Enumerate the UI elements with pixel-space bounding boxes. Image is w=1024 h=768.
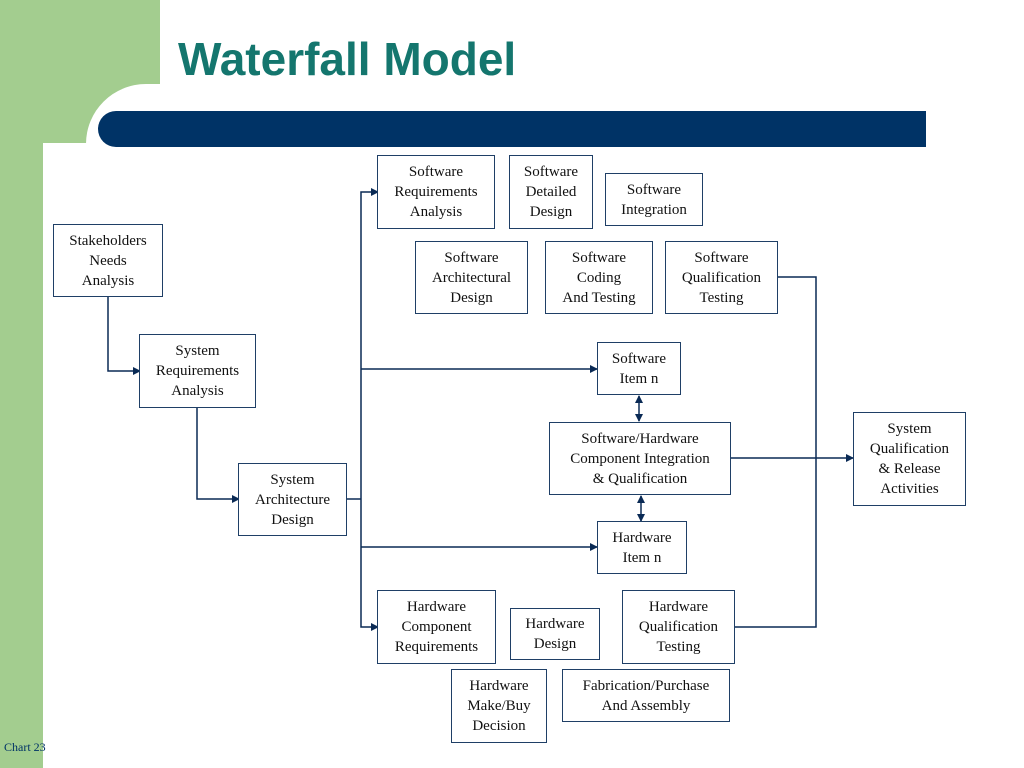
node-hardware-item-n: Hardware Item n bbox=[597, 521, 687, 574]
node-software-qualification-testing: Software Qualification Testing bbox=[665, 241, 778, 314]
link-stakeholders-to-sysreq bbox=[107, 296, 141, 375]
node-stakeholders-needs-analysis: Stakeholders Needs Analysis bbox=[53, 224, 163, 297]
node-software-architectural-design: Software Architectural Design bbox=[415, 241, 528, 314]
node-system-architecture-design: System Architecture Design bbox=[238, 463, 347, 536]
node-software-item-n: Software Item n bbox=[597, 342, 681, 395]
link-swqual-to-right bbox=[735, 276, 817, 628]
title-underline-bar bbox=[98, 111, 926, 147]
node-hardware-component-requirements: Hardware Component Requirements bbox=[377, 590, 496, 664]
node-software-coding-testing: Software Coding And Testing bbox=[545, 241, 653, 314]
node-hardware-make-buy-decision: Hardware Make/Buy Decision bbox=[451, 669, 547, 743]
node-hardware-design: Hardware Design bbox=[510, 608, 600, 660]
slide-title: Waterfall Model bbox=[178, 33, 517, 85]
node-software-integration: Software Integration bbox=[605, 173, 703, 226]
node-software-requirements-analysis: Software Requirements Analysis bbox=[377, 155, 495, 229]
node-system-qualification-release: System Qualification & Release Activitie… bbox=[853, 412, 966, 506]
node-fabrication-purchase-assembly: Fabrication/Purchase And Assembly bbox=[562, 669, 730, 722]
link-trunk-to-hwcompreq bbox=[360, 499, 379, 631]
slide-footer: Chart 23 bbox=[4, 740, 46, 754]
link-sysreq-to-sysarch bbox=[196, 407, 240, 503]
node-hardware-qualification-testing: Hardware Qualification Testing bbox=[622, 590, 735, 664]
node-software-detailed-design: Software Detailed Design bbox=[509, 155, 593, 229]
node-system-requirements-analysis: System Requirements Analysis bbox=[139, 334, 256, 408]
node-sw-hw-component-integration: Software/Hardware Component Integration … bbox=[549, 422, 731, 495]
link-trunk-to-swreq bbox=[360, 188, 379, 499]
